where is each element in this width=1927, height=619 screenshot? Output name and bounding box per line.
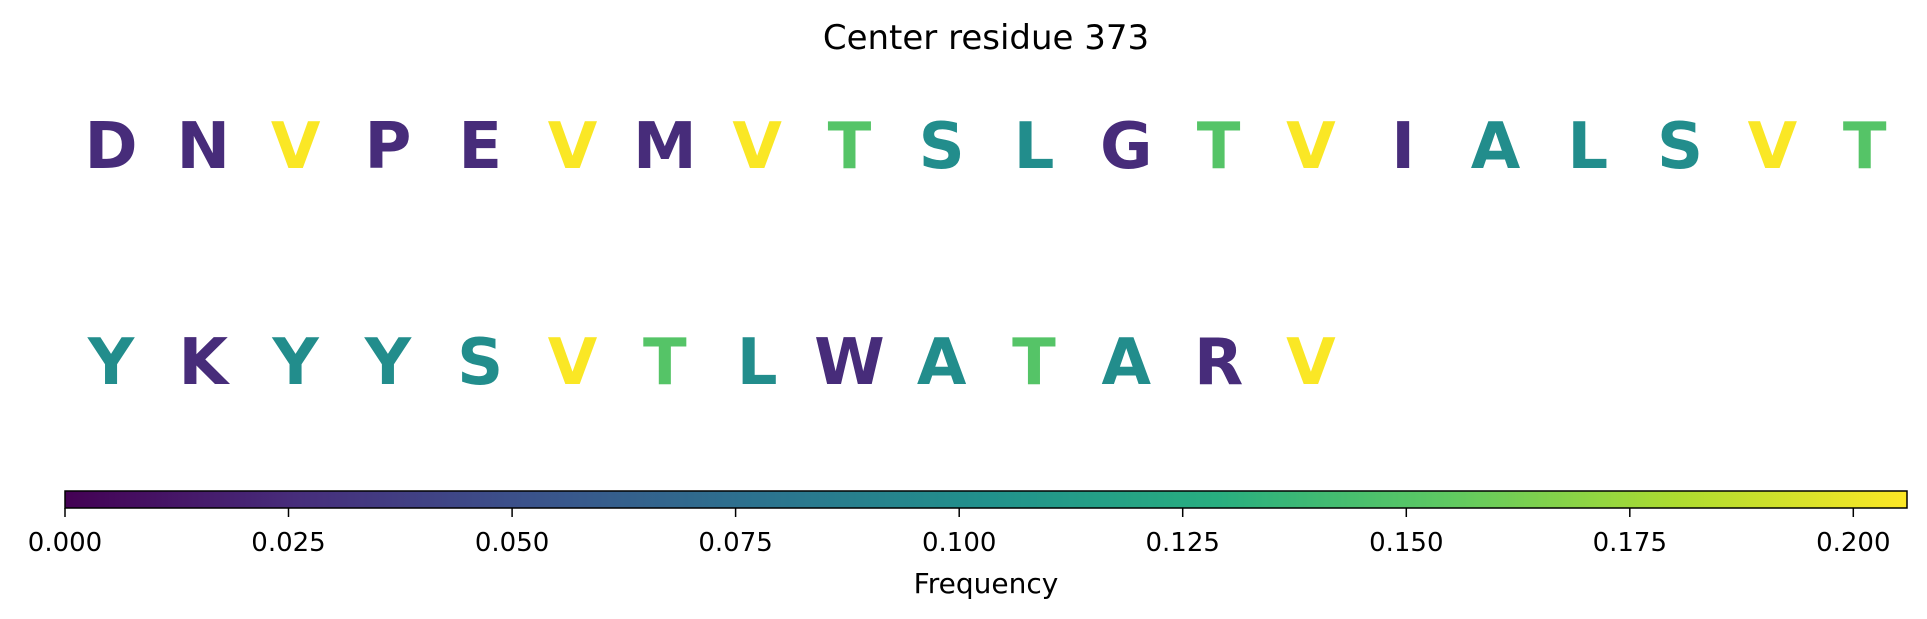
residue-letter: T bbox=[643, 326, 687, 400]
residue-letter: A bbox=[1471, 110, 1521, 184]
residue-letter: A bbox=[917, 326, 967, 400]
residue-letter: P bbox=[364, 110, 411, 184]
residue-letter: V bbox=[548, 326, 598, 400]
colorbar-tick-label: 0.000 bbox=[28, 528, 102, 558]
residue-letter: S bbox=[457, 326, 503, 400]
colorbar: 0.000 0.025 0.050 0.075 0.100 0.125 0.150 0.175… bbox=[28, 490, 1908, 600]
residue-letter: V bbox=[1286, 110, 1336, 184]
residue-letter: K bbox=[179, 326, 231, 400]
colorbar-gradient bbox=[64, 490, 1908, 509]
residue-letter: V bbox=[548, 110, 598, 184]
colorbar-tick-label: 0.025 bbox=[251, 528, 325, 558]
residue-letter: A bbox=[1102, 326, 1152, 400]
residue-letter: L bbox=[1014, 110, 1055, 184]
residue-letter: S bbox=[1657, 110, 1703, 184]
colorbar-tick-label: 0.050 bbox=[475, 528, 549, 558]
residue-letter: S bbox=[919, 110, 965, 184]
residue-letter: D bbox=[84, 110, 137, 184]
colorbar-tick-label: 0.100 bbox=[922, 528, 996, 558]
colorbar-tick-label: 0.075 bbox=[698, 528, 772, 558]
residue-letter: I bbox=[1391, 110, 1415, 184]
residue-letter: T bbox=[1197, 110, 1241, 184]
residue-letter: Y bbox=[271, 326, 319, 400]
residue-letter: V bbox=[732, 110, 782, 184]
residue-letter: V bbox=[271, 110, 321, 184]
residue-letter: L bbox=[737, 326, 778, 400]
residue-letter: Y bbox=[364, 326, 412, 400]
residue-letter: Y bbox=[87, 326, 135, 400]
residue-letter: T bbox=[828, 110, 872, 184]
residue-letter: M bbox=[633, 110, 697, 184]
colorbar-tick-label: 0.200 bbox=[1816, 528, 1890, 558]
residue-letter: V bbox=[1748, 110, 1798, 184]
residue-letter: W bbox=[814, 326, 885, 400]
residue-letter: R bbox=[1194, 326, 1243, 400]
colorbar-tick-label: 0.150 bbox=[1369, 528, 1443, 558]
residue-letter: T bbox=[1012, 326, 1056, 400]
residue-letter: T bbox=[1843, 110, 1887, 184]
residue-letter: G bbox=[1100, 110, 1153, 184]
residue-letter: N bbox=[177, 110, 231, 184]
residue-letter: L bbox=[1567, 110, 1608, 184]
colorbar-tick-label: 0.125 bbox=[1145, 528, 1219, 558]
chart-title: Center residue 373 bbox=[823, 18, 1149, 58]
colorbar-label: Frequency bbox=[914, 567, 1059, 600]
colorbar-ticks: 0.000 0.025 0.050 0.075 0.100 0.125 0.150 0.175… bbox=[28, 508, 1891, 558]
residue-letter: V bbox=[1286, 326, 1336, 400]
residue-letter: E bbox=[458, 110, 502, 184]
colorbar-tick-label: 0.175 bbox=[1593, 528, 1667, 558]
